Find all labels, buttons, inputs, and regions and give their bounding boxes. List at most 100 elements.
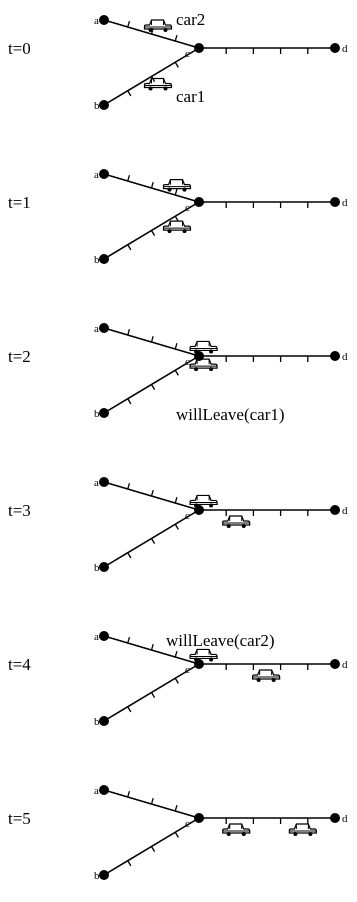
node-d xyxy=(330,659,340,669)
node-label-b: b xyxy=(94,254,100,266)
road-tick xyxy=(150,490,154,497)
car-icon xyxy=(189,648,218,662)
node-a xyxy=(99,323,109,333)
node-c xyxy=(194,813,204,823)
road-tick xyxy=(127,860,132,867)
road-tick xyxy=(174,651,178,658)
node-d xyxy=(330,197,340,207)
time-label: t=1 xyxy=(8,193,31,212)
road-tick xyxy=(174,677,179,684)
car-icon xyxy=(189,358,218,372)
node-d xyxy=(330,43,340,53)
car-icon xyxy=(143,77,173,91)
road-tick xyxy=(127,398,132,405)
node-b xyxy=(99,870,109,880)
car-icon xyxy=(189,494,218,508)
node-a xyxy=(99,631,109,641)
node-label-b: b xyxy=(94,100,100,112)
car-icon xyxy=(222,823,251,836)
road-tick xyxy=(127,244,132,251)
node-c xyxy=(194,659,204,669)
time-panel: t=5 a b c d xyxy=(8,785,348,882)
time-panel: t=1 a b c d xyxy=(8,169,348,266)
car-icon xyxy=(143,19,173,32)
road-tick xyxy=(150,692,156,698)
node-label-b: b xyxy=(94,408,100,420)
node-c xyxy=(194,505,204,515)
node-label-d: d xyxy=(342,505,348,517)
road-tick xyxy=(150,182,154,189)
node-label-c: c xyxy=(185,510,190,522)
node-c xyxy=(194,351,204,361)
time-label: t=5 xyxy=(8,809,31,828)
annotation-label: willLeave(car1) xyxy=(176,405,285,424)
annotation-label: car2 xyxy=(176,10,205,29)
node-label-c: c xyxy=(185,818,190,830)
road-tick xyxy=(127,90,132,97)
car-icon xyxy=(252,669,281,682)
node-b xyxy=(99,408,109,418)
road-tick xyxy=(127,552,132,559)
time-panel: t=4 a b c d willLeave(car2) xyxy=(8,631,348,728)
node-label-d: d xyxy=(342,351,348,363)
road-tick xyxy=(174,497,178,504)
node-label-c: c xyxy=(185,48,190,60)
time-label: t=0 xyxy=(8,39,31,58)
time-label: t=4 xyxy=(8,655,31,674)
road-tick xyxy=(150,538,156,544)
road-tick xyxy=(174,831,179,838)
road-tick xyxy=(174,805,178,812)
node-label-d: d xyxy=(342,43,348,55)
node-b xyxy=(99,100,109,110)
node-b xyxy=(99,562,109,572)
node-b xyxy=(99,254,109,264)
road-tick xyxy=(150,336,154,343)
road-tick xyxy=(127,175,131,182)
node-label-a: a xyxy=(94,169,99,181)
node-label-d: d xyxy=(342,813,348,825)
car-icon xyxy=(222,515,251,528)
road-tick xyxy=(174,523,179,530)
node-label-c: c xyxy=(185,356,190,368)
road-tick xyxy=(174,61,179,68)
node-a xyxy=(99,15,109,25)
road-tick xyxy=(174,369,179,376)
node-label-a: a xyxy=(94,631,99,643)
node-label-b: b xyxy=(94,870,100,882)
node-d xyxy=(330,813,340,823)
node-label-b: b xyxy=(94,716,100,728)
time-label: t=2 xyxy=(8,347,31,366)
node-label-a: a xyxy=(94,785,99,797)
road-tick xyxy=(127,706,132,713)
road-tick xyxy=(127,21,131,28)
node-label-b: b xyxy=(94,562,100,574)
node-label-d: d xyxy=(342,197,348,209)
node-label-c: c xyxy=(185,664,190,676)
node-label-a: a xyxy=(94,15,99,27)
node-a xyxy=(99,169,109,179)
road-tick xyxy=(150,230,156,236)
node-label-d: d xyxy=(342,659,348,671)
road-tick xyxy=(174,189,178,196)
road-tick xyxy=(127,329,131,336)
road-tick xyxy=(127,637,131,644)
road-tick xyxy=(150,384,156,390)
road-tick xyxy=(174,343,178,350)
time-label: t=3 xyxy=(8,501,31,520)
car-icon xyxy=(162,220,192,234)
road-tick xyxy=(150,798,154,805)
annotation-label: willLeave(car2) xyxy=(166,631,275,650)
road-tick xyxy=(150,846,156,852)
node-c xyxy=(194,43,204,53)
node-label-c: c xyxy=(185,202,190,214)
car-icon xyxy=(288,823,317,836)
node-d xyxy=(330,351,340,361)
road-tick xyxy=(174,35,178,42)
node-b xyxy=(99,716,109,726)
node-d xyxy=(330,505,340,515)
road-tick xyxy=(127,483,131,490)
